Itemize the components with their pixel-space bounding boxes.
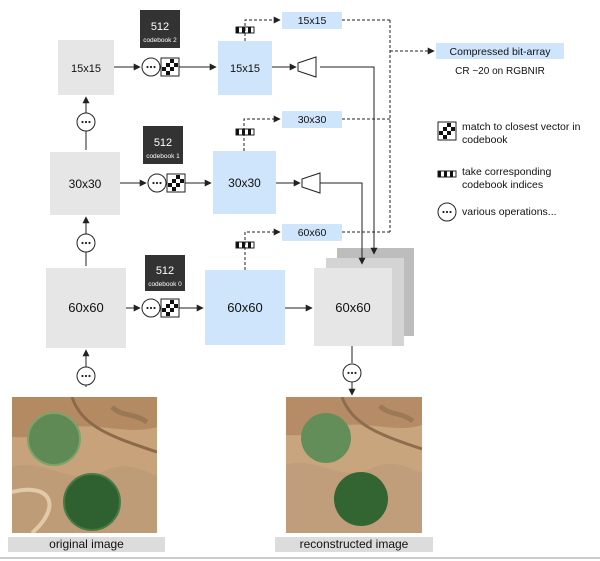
indices-label-30: 30x30 — [298, 114, 327, 126]
bitarray-title: Compressed bit-array — [450, 46, 552, 58]
quantized-box-15 — [218, 41, 272, 95]
bitarray-box — [436, 43, 564, 59]
legend-indices-text: take corresponding codebook indices — [462, 166, 552, 191]
compression-ratio: CR ~20 on RGBNIR — [455, 66, 545, 77]
quantized-label-60: 60x60 — [227, 300, 262, 315]
decoder-output-box — [314, 268, 392, 346]
match-icon-15 — [160, 57, 180, 77]
ops-icon-30-15 — [76, 112, 96, 132]
original-image — [12, 397, 157, 533]
quantized-label-15: 15x15 — [230, 63, 260, 75]
encoder-label-15: 15x15 — [71, 63, 101, 75]
decoder-icon-30 — [301, 172, 321, 194]
ops-icon-q15 — [141, 57, 161, 77]
quantized-box-30 — [213, 151, 276, 214]
match-icon-30 — [166, 173, 186, 193]
caption-original: original image — [8, 537, 165, 552]
reconstructed-image — [286, 397, 422, 533]
encoder-label-60: 60x60 — [68, 300, 103, 315]
ops-icon-q30 — [147, 173, 167, 193]
ops-icon-q60 — [141, 298, 161, 318]
ops-icon-60-30 — [76, 233, 96, 253]
match-icon-60 — [160, 298, 180, 318]
codebook-size-0: 512 — [156, 265, 174, 277]
codebook-box-2 — [140, 10, 180, 48]
indices-label-15: 15x15 — [298, 15, 327, 27]
codebook-name-0: codebook 0 — [148, 281, 182, 288]
indices-box-15 — [282, 12, 342, 29]
codebook-box-1 — [143, 126, 183, 164]
quantized-box-60 — [205, 270, 285, 345]
legend-indices-icon — [437, 170, 457, 178]
codebook-name-1: codebook 1 — [146, 153, 180, 160]
decoder-icon-15 — [297, 56, 317, 78]
ops-icon-output — [342, 363, 362, 383]
encoder-box-15 — [58, 40, 114, 95]
indices-box-60 — [282, 224, 342, 241]
caption-reconstructed: reconstructed image — [275, 537, 433, 552]
legend-match-text: match to closest vector in codebook — [462, 121, 581, 146]
codebook-name-2: codebook 2 — [143, 37, 177, 44]
legend-ops-icon — [437, 202, 457, 222]
encoder-box-60 — [46, 268, 126, 348]
decoder-output-label: 60x60 — [335, 300, 370, 315]
indices-label-60: 60x60 — [298, 227, 327, 239]
ops-icon-input — [76, 366, 96, 386]
encoder-box-30 — [50, 152, 120, 215]
legend-match-icon — [437, 121, 457, 141]
codebook-box-0 — [145, 255, 185, 291]
legend-ops-text: various operations... — [462, 206, 557, 218]
encoder-label-30: 30x30 — [69, 177, 102, 191]
indices-icon-30 — [235, 128, 255, 136]
codebook-size-2: 512 — [151, 21, 169, 33]
quantized-label-30: 30x30 — [228, 176, 261, 190]
codebook-size-1: 512 — [154, 137, 172, 149]
indices-box-30 — [282, 111, 342, 128]
